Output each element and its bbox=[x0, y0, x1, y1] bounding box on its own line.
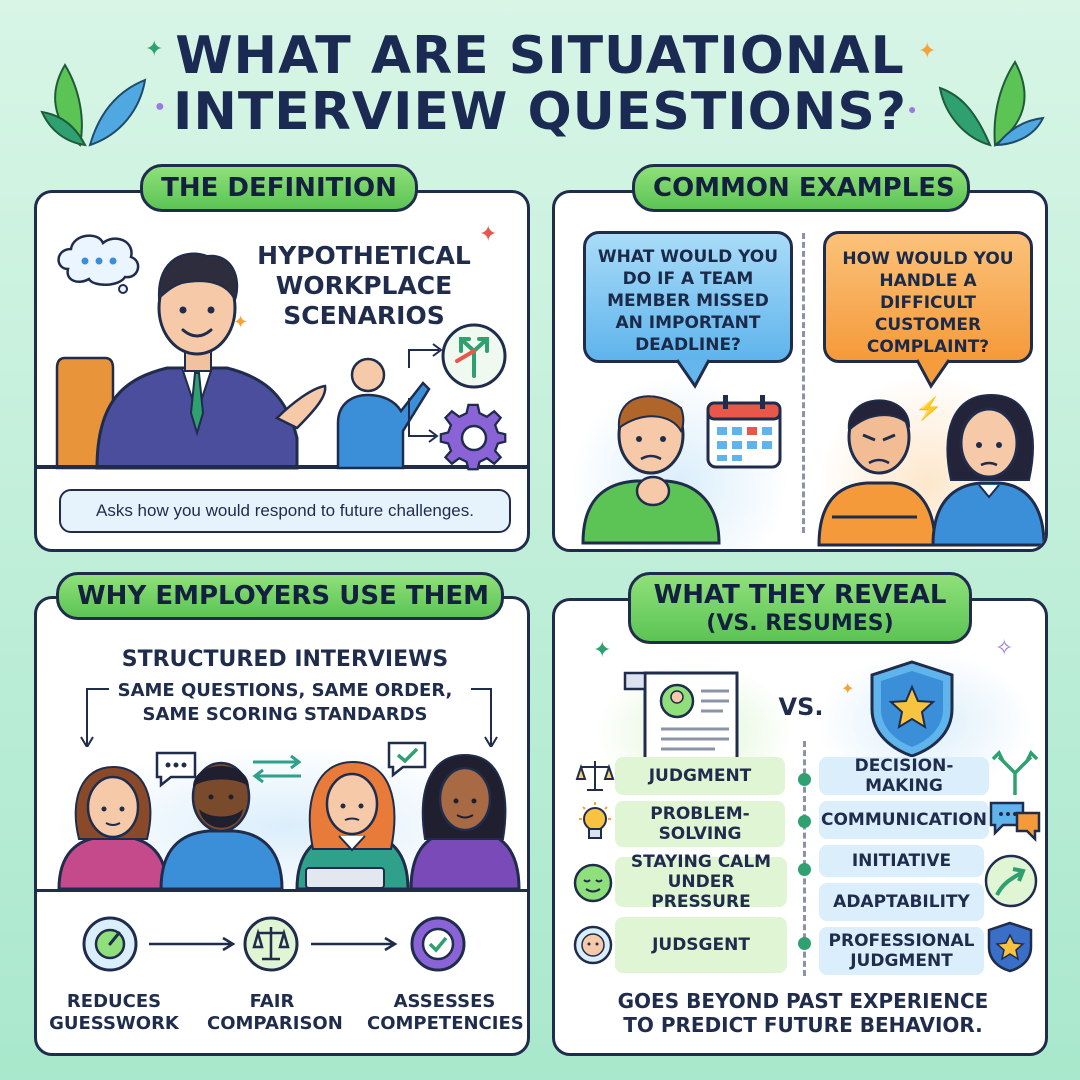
dot-icon: ● bbox=[908, 101, 917, 117]
candidate-avatar bbox=[409, 753, 521, 891]
definition-panel: HYPOTHETICAL WORKPLACE SCENARIOS ✦ ✦ Ask… bbox=[34, 190, 530, 552]
crossroads-arrows-icon bbox=[441, 323, 507, 389]
employers-subheading: STRUCTURED INTERVIEWS bbox=[121, 647, 449, 672]
flow-arrow-icon bbox=[149, 936, 236, 952]
frustrated-staff-avatar bbox=[931, 393, 1045, 547]
split-arrows-icon bbox=[991, 750, 1039, 795]
employers-standards: SAME QUESTIONS, SAME ORDER, SAME SCORING… bbox=[117, 680, 453, 725]
examples-heading: COMMON EXAMPLES bbox=[632, 164, 970, 212]
divider bbox=[803, 741, 806, 976]
gauge-gear-icon bbox=[82, 916, 138, 972]
tension-icon: ⚡ bbox=[915, 396, 943, 421]
trait-judsgent: JUDSGENT bbox=[615, 917, 787, 973]
sparkle-icon: ✦ bbox=[593, 637, 612, 662]
definition-caption: Asks how you would respond to future cha… bbox=[59, 489, 511, 533]
star-shield-small-icon bbox=[987, 921, 1033, 973]
vs-label: VS. bbox=[778, 693, 824, 721]
sparkle-icon: ✦ bbox=[841, 681, 855, 698]
check-bubble-icon bbox=[387, 741, 427, 778]
timeline-dot bbox=[798, 937, 811, 950]
trait-decision-making: DECISION-MAKING bbox=[819, 756, 989, 796]
trait-staying-calm: STAYING CALM UNDER PRESSURE bbox=[615, 852, 787, 912]
dot-icon: ● bbox=[155, 98, 165, 115]
calendar-icon bbox=[706, 395, 782, 469]
reveal-footer: GOES BEYOND PAST EXPERIENCE TO PREDICT F… bbox=[617, 989, 989, 1037]
scales-icon bbox=[243, 916, 299, 972]
thought-bubble-icon bbox=[57, 234, 140, 294]
trait-initiative: INITIATIVE bbox=[819, 845, 984, 877]
flow-arrow-icon bbox=[311, 936, 398, 952]
reveal-heading: WHAT THEY REVEAL (VS. RESUMES) bbox=[628, 572, 972, 644]
person-face-icon bbox=[573, 925, 613, 965]
timeline-dot bbox=[798, 815, 811, 828]
question-bubble-team: WHAT WOULD YOU DO IF A TEAM MEMBER MISSE… bbox=[583, 231, 793, 363]
gear-icon bbox=[439, 403, 507, 471]
angry-customer-avatar bbox=[817, 399, 937, 547]
check-gear-icon bbox=[410, 916, 466, 972]
divider bbox=[37, 889, 527, 892]
leaf-left-icon bbox=[40, 63, 147, 147]
page-title: WHAT ARE SITUATIONAL INTERVIEW QUESTIONS… bbox=[172, 26, 908, 142]
trait-problem-solving: PROBLEM-SOLVING bbox=[615, 801, 785, 847]
chat-bubbles-icon bbox=[989, 801, 1041, 843]
laptop-icon bbox=[305, 867, 385, 889]
calm-face-icon bbox=[573, 863, 613, 903]
candidate-avatar bbox=[57, 765, 169, 891]
trait-communication: COMMUNICATION bbox=[819, 801, 989, 839]
candidate-avatar bbox=[159, 761, 284, 891]
employers-panel: STRUCTURED INTERVIEWS SAME QUESTIONS, SA… bbox=[34, 596, 530, 1056]
bubble-tail bbox=[675, 359, 711, 389]
presenter-figure-icon bbox=[336, 357, 431, 470]
scales-icon bbox=[575, 761, 615, 791]
employers-heading: WHY EMPLOYERS USE THEM bbox=[56, 572, 504, 620]
trait-judgment: JUDGMENT bbox=[615, 757, 785, 795]
sparkle-icon: ✦ bbox=[145, 36, 164, 61]
desk-edge bbox=[37, 465, 527, 469]
bubble-tail bbox=[915, 359, 951, 389]
exchange-arrows-icon bbox=[252, 754, 302, 784]
lightbulb-icon bbox=[579, 802, 611, 839]
worried-candidate-avatar bbox=[581, 395, 721, 545]
trait-professional-judgment: PROFESSIONAL JUDGMENT bbox=[819, 927, 984, 975]
timeline-dot bbox=[798, 863, 811, 876]
sparkle-icon: ✦ bbox=[479, 221, 498, 246]
definition-headline: HYPOTHETICAL WORKPLACE SCENARIOS bbox=[257, 241, 471, 330]
question-bubble-customer: HOW WOULD YOU HANDLE A DIFFICULT CUSTOME… bbox=[823, 231, 1033, 363]
sparkle-icon: ✦ bbox=[918, 38, 937, 63]
star-shield-icon bbox=[870, 660, 954, 758]
trait-adaptability: ADAPTABILITY bbox=[819, 883, 984, 921]
interviewer-avatar bbox=[95, 252, 327, 470]
examples-panel: WHAT WOULD YOU DO IF A TEAM MEMBER MISSE… bbox=[552, 190, 1048, 552]
reveal-panel: VS. ✦ ✧ ✦ JUDGMENT PROBLEM-SOLVING STAYI… bbox=[552, 598, 1048, 1056]
chat-bubble-icon bbox=[155, 751, 197, 788]
timeline-dot bbox=[798, 773, 811, 786]
definition-heading: THE DEFINITION bbox=[140, 164, 418, 212]
growth-arrow-icon bbox=[984, 854, 1038, 908]
flow-arrows-icon bbox=[408, 343, 443, 443]
resume-document-icon bbox=[623, 671, 739, 767]
divider bbox=[802, 233, 805, 533]
leaf-right-icon bbox=[938, 60, 1045, 147]
sparkle-icon: ✧ bbox=[995, 635, 1014, 660]
sparkle-icon: ✦ bbox=[233, 312, 249, 332]
